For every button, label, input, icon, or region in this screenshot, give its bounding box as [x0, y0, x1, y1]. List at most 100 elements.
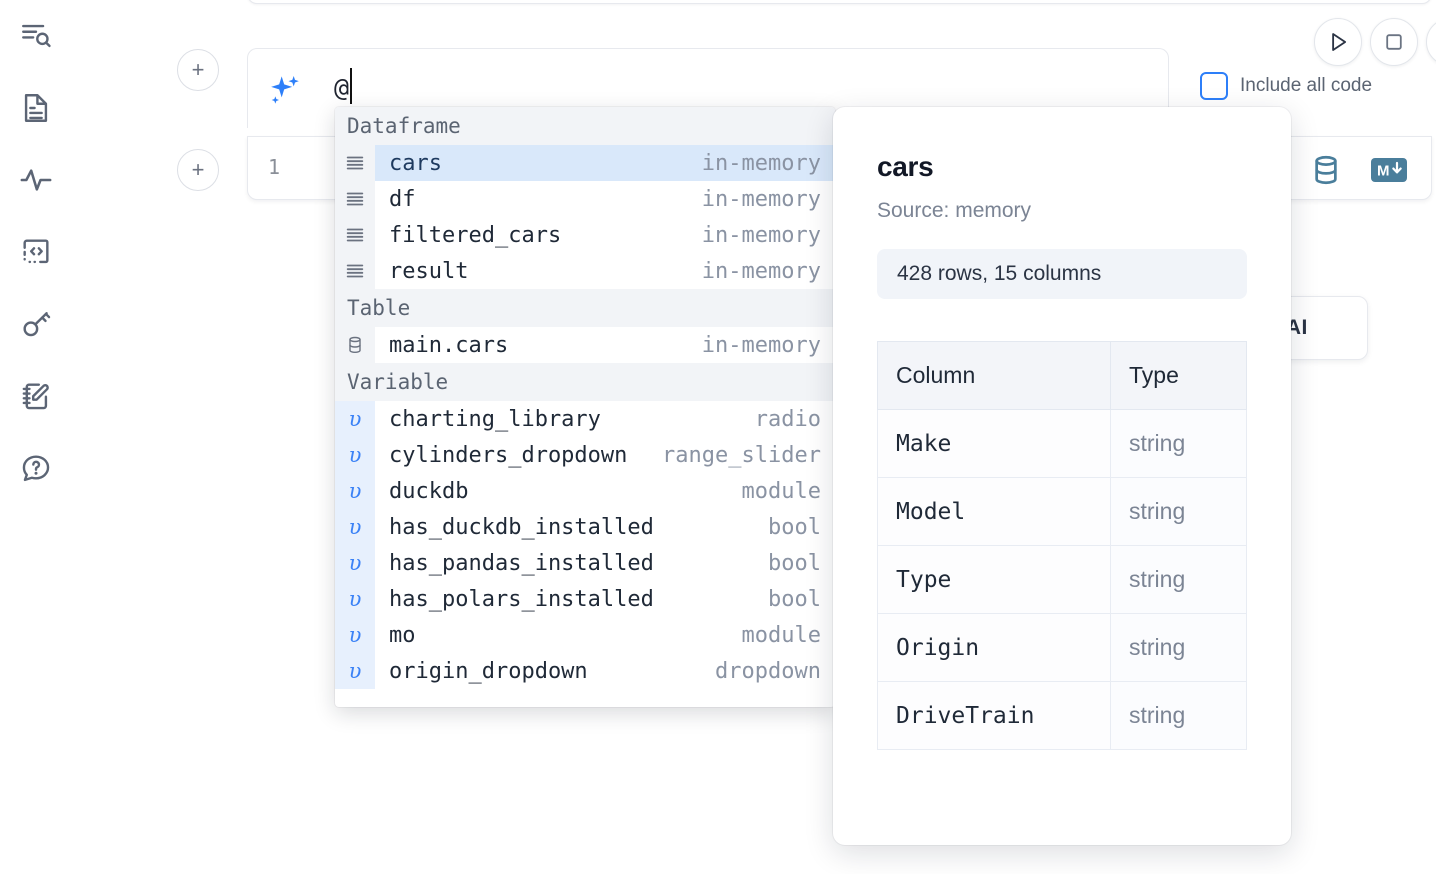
- document-outline-icon[interactable]: [12, 84, 60, 132]
- add-cell-button-top[interactable]: +: [177, 49, 219, 91]
- variable-icon: υ: [335, 437, 375, 473]
- dataset-info-popup: cars Source: memory 428 rows, 15 columns…: [833, 107, 1291, 845]
- include-all-code-checkbox[interactable]: [1200, 72, 1228, 100]
- autocomplete-item[interactable]: υ charting_library radio: [335, 401, 835, 437]
- run-cell-button[interactable]: [1314, 18, 1362, 66]
- autocomplete-item-name: charting_library: [389, 406, 601, 432]
- autocomplete-item-type: in-memory: [701, 150, 821, 176]
- variable-icon: υ: [335, 653, 375, 689]
- more-actions-button[interactable]: [1426, 18, 1436, 66]
- add-cell-plus-icon: +: [191, 157, 205, 182]
- scratchpad-edit-icon[interactable]: [12, 372, 60, 420]
- autocomplete-item-name: has_pandas_installed: [389, 550, 654, 576]
- table-header-cell: Column: [877, 341, 1111, 410]
- column-name-cell: DriveTrain: [877, 681, 1111, 750]
- autocomplete-group-header: Dataframe: [335, 107, 835, 145]
- column-name-cell: Type: [877, 545, 1111, 614]
- autocomplete-item-type: range_slider: [662, 442, 821, 468]
- autocomplete-item[interactable]: υ has_duckdb_installed bool: [335, 509, 835, 545]
- help-chat-icon[interactable]: [12, 444, 60, 492]
- dataset-title: cars: [877, 151, 934, 182]
- sparkle-icon: [266, 71, 306, 116]
- autocomplete-item[interactable]: υ has_pandas_installed bool: [335, 545, 835, 581]
- dataset-source: Source: memory: [877, 199, 1032, 222]
- variable-icon: υ: [335, 545, 375, 581]
- dataset-shape: 428 rows, 15 columns: [877, 249, 1247, 299]
- autocomplete-item-name: df: [389, 186, 416, 212]
- dataframe-list-icon: [335, 253, 375, 289]
- autocomplete-item-type: radio: [754, 406, 821, 432]
- column-type-cell: string: [1110, 409, 1247, 478]
- add-cell-plus-icon: +: [191, 57, 205, 82]
- autocomplete-item-name: has_duckdb_installed: [389, 514, 654, 540]
- file-explorer-search-icon[interactable]: [12, 12, 60, 60]
- autocomplete-item-type: bool: [768, 550, 821, 576]
- autocomplete-item-name: result: [389, 258, 469, 284]
- autocomplete-item-name: main.cars: [389, 332, 509, 358]
- autocomplete-item-type: in-memory: [701, 186, 821, 212]
- ai-prompt-input[interactable]: @: [334, 73, 350, 102]
- column-name-cell: Model: [877, 477, 1111, 546]
- include-all-code-label: Include all code: [1240, 75, 1373, 96]
- autocomplete-item-type: bool: [768, 586, 821, 612]
- variable-icon: υ: [335, 581, 375, 617]
- autocomplete-item-name: mo: [389, 622, 416, 648]
- variable-icon: υ: [335, 509, 375, 545]
- activity-rail: [0, 0, 72, 874]
- activity-variables-icon[interactable]: [12, 156, 60, 204]
- autocomplete-item[interactable]: υ cylinders_dropdown range_slider: [335, 437, 835, 473]
- variable-icon: υ: [335, 473, 375, 509]
- autocomplete-item[interactable]: df in-memory: [335, 181, 835, 217]
- text-caret: [350, 68, 352, 104]
- dataframe-list-icon: [335, 145, 375, 181]
- autocomplete-group-header: Table: [335, 289, 835, 327]
- autocomplete-item-type: bool: [768, 514, 821, 540]
- secrets-key-icon[interactable]: [12, 300, 60, 348]
- stop-cell-button[interactable]: [1370, 18, 1418, 66]
- code-snippets-icon[interactable]: [12, 228, 60, 276]
- column-type-cell: string: [1110, 681, 1247, 750]
- dataframe-list-icon: [335, 181, 375, 217]
- table-database-icon: [335, 327, 375, 363]
- database-icon[interactable]: [1309, 153, 1343, 192]
- autocomplete-item-name: cylinders_dropdown: [389, 442, 628, 468]
- table-header-cell: Type: [1110, 341, 1247, 410]
- previous-cell-outline: [247, 0, 1432, 4]
- add-cell-button-bottom[interactable]: +: [177, 149, 219, 191]
- autocomplete-item-type: dropdown: [715, 658, 821, 684]
- autocomplete-item[interactable]: υ has_polars_installed bool: [335, 581, 835, 617]
- line-number: 1: [268, 155, 281, 179]
- svg-text:M: M: [1377, 163, 1390, 180]
- column-name-cell: Make: [877, 409, 1111, 478]
- autocomplete-item-name: cars: [389, 150, 442, 176]
- column-type-cell: string: [1110, 477, 1247, 546]
- column-name-cell: Origin: [877, 613, 1111, 682]
- cell-toolbar: M: [1309, 153, 1407, 192]
- autocomplete-item-name: filtered_cars: [389, 222, 562, 248]
- autocomplete-item-name: has_polars_installed: [389, 586, 654, 612]
- variable-icon: υ: [335, 401, 375, 437]
- include-all-code-row[interactable]: Include all code: [1200, 72, 1372, 100]
- markdown-icon[interactable]: M: [1371, 155, 1407, 190]
- autocomplete-item-type: module: [741, 478, 821, 504]
- autocomplete-item[interactable]: cars in-memory: [335, 145, 835, 181]
- autocomplete-dropdown[interactable]: Dataframe cars in-memory df in-memory filtere…: [335, 107, 835, 707]
- column-type-cell: string: [1110, 613, 1247, 682]
- column-type-cell: string: [1110, 545, 1247, 614]
- dataframe-list-icon: [335, 217, 375, 253]
- variable-icon: υ: [335, 617, 375, 653]
- autocomplete-group-header: Variable: [335, 363, 835, 401]
